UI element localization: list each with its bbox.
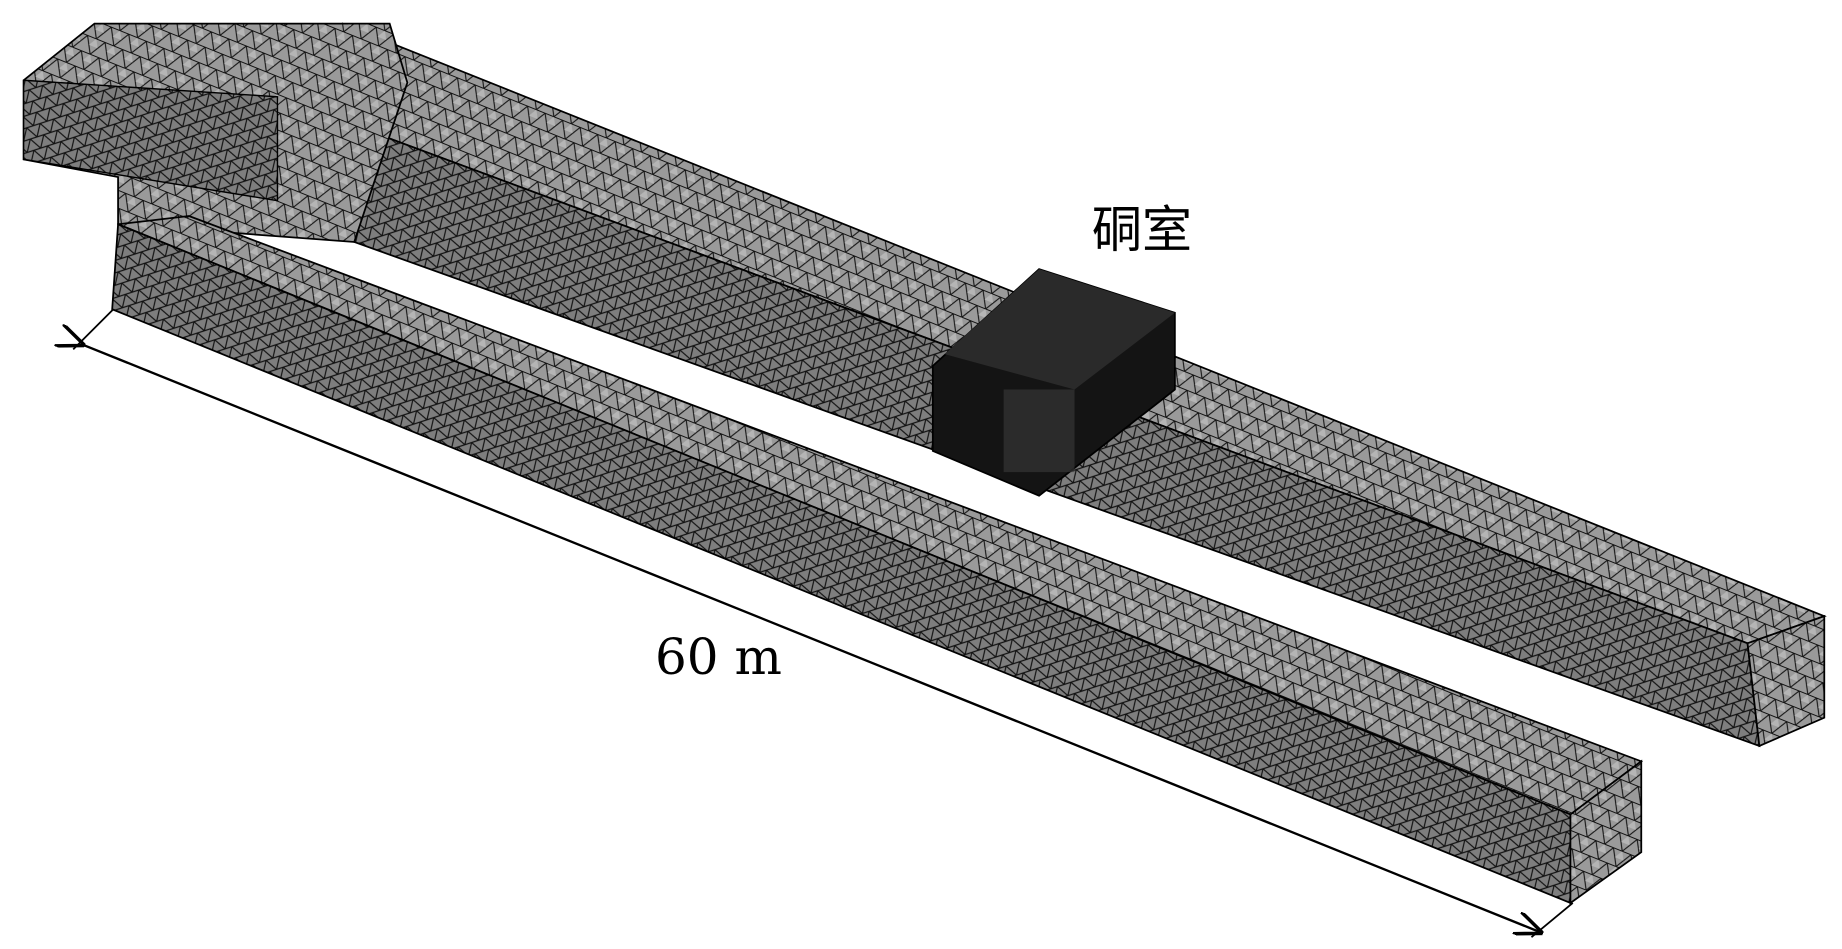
dimension-line	[83, 345, 1541, 933]
cross-passage	[22, 22, 409, 243]
chamber-label: 硐室	[1092, 201, 1192, 259]
dimension-tick-right	[1530, 902, 1574, 938]
length-label: 60 m	[655, 628, 782, 686]
dimension-tick-left	[72, 308, 114, 351]
